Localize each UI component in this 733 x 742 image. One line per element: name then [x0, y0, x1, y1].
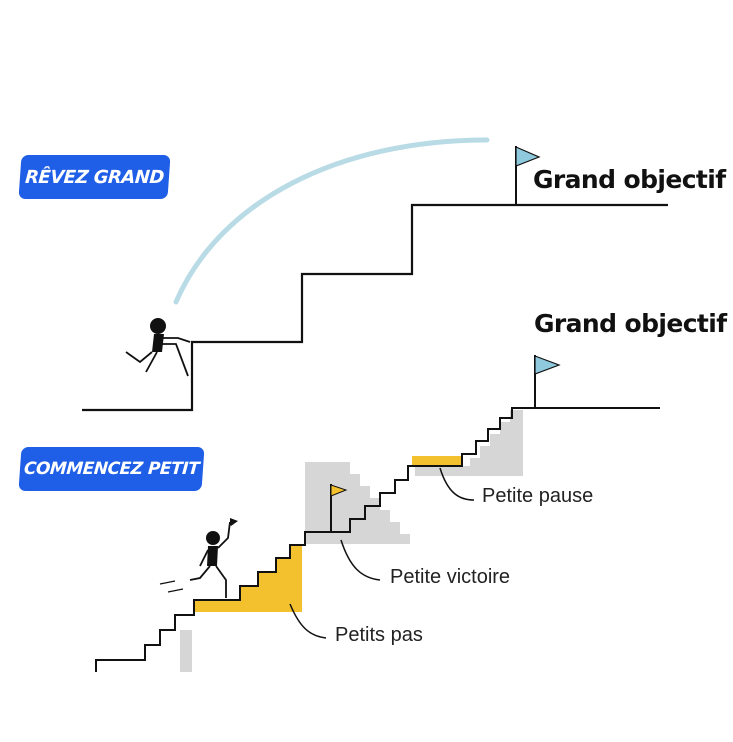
dream-arc: [173, 137, 490, 305]
goal-flag-bottom: [534, 355, 561, 408]
annotation-leaders: [289, 467, 475, 639]
start-small-badge: COMMENCEZ PETIT: [18, 447, 205, 491]
small-staircase-outline: [95, 407, 660, 672]
small-pause-highlight: [412, 456, 462, 466]
goal-flag-top: [515, 146, 541, 205]
victory-flag: [330, 484, 348, 532]
big-goal-label-top: Grand objectif: [533, 165, 726, 194]
big-goal-label-bottom: Grand objectif: [534, 309, 727, 338]
climbing-figure: [125, 318, 191, 377]
small-pause-label: Petite pause: [482, 485, 594, 507]
small-steps-label: Petits pas: [335, 624, 423, 646]
running-figure: [159, 518, 238, 598]
dream-big-badge: RÊVEZ GRAND: [18, 155, 171, 199]
small-victory-label: Petite victoire: [390, 566, 511, 588]
big-staircase-outline: [82, 203, 668, 412]
dream-big-badge-label: RÊVEZ GRAND: [24, 166, 165, 188]
small-steps-highlight: [194, 545, 302, 612]
start-small-badge-label: COMMENCEZ PETIT: [23, 459, 200, 479]
